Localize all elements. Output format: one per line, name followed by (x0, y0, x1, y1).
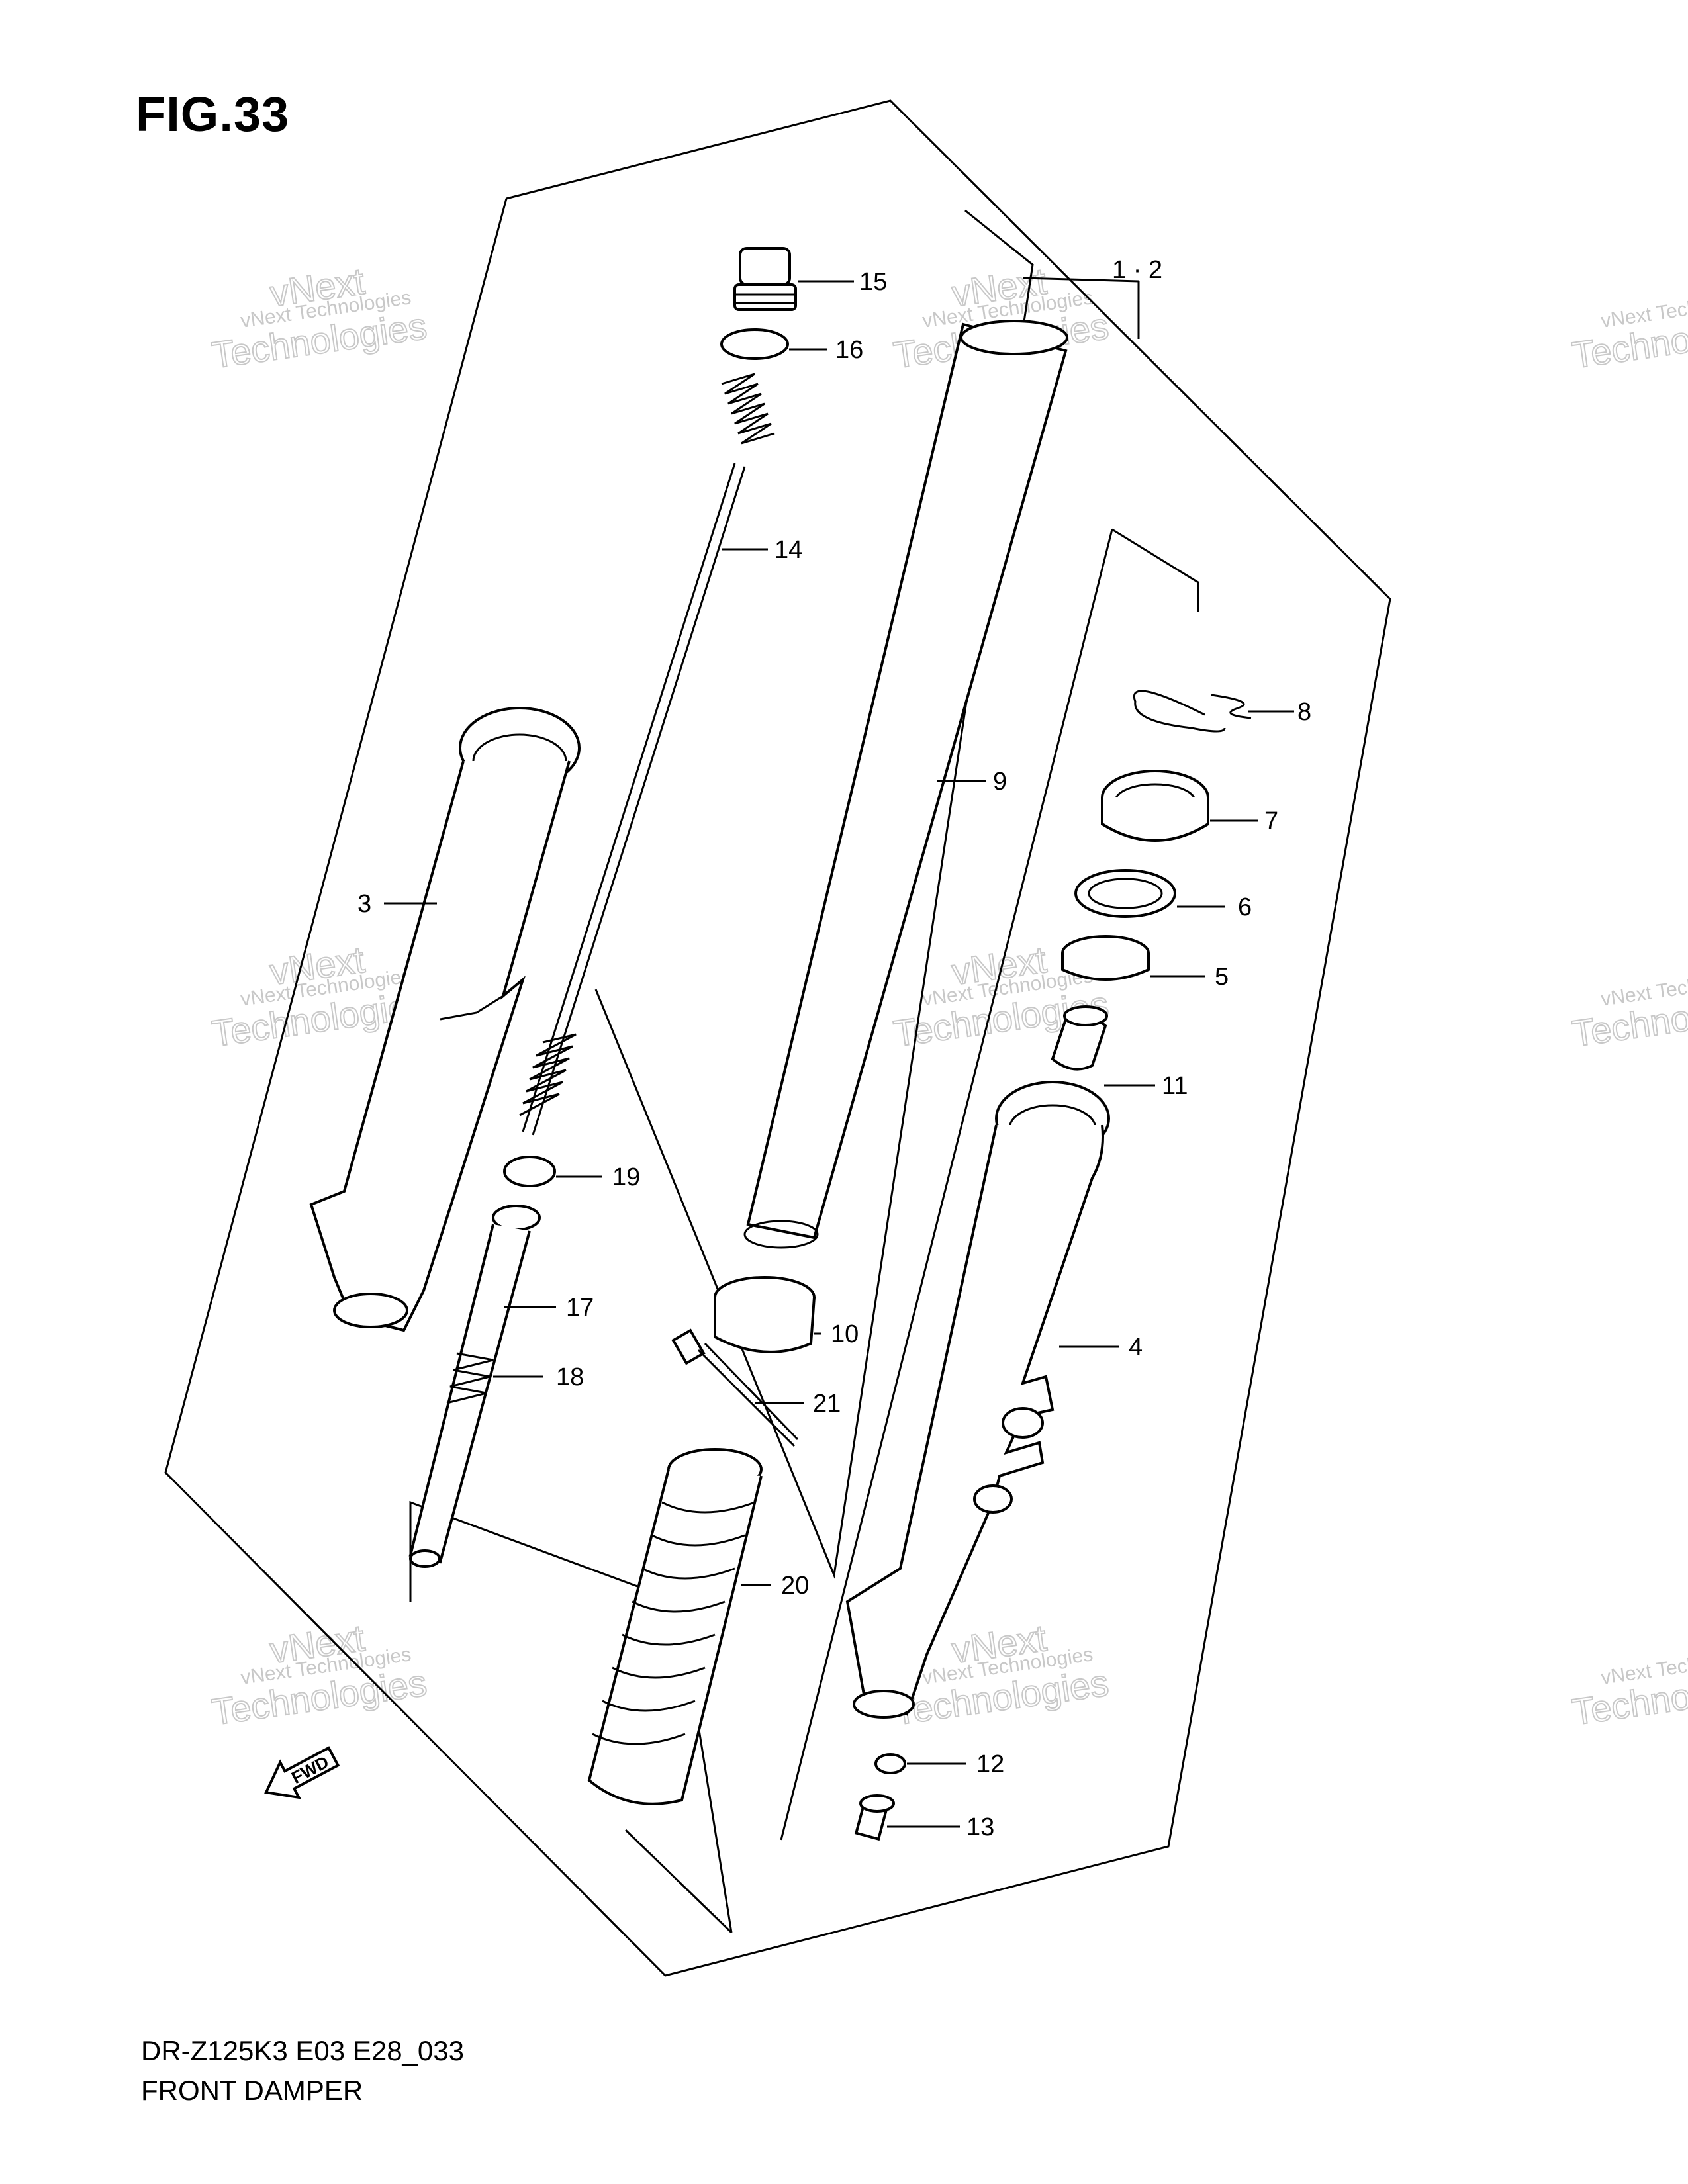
clip-ring (503, 1156, 556, 1187)
callout-18: 18 (556, 1363, 584, 1391)
callout-15: 15 (859, 268, 887, 296)
callout-6: 6 (1238, 893, 1252, 921)
callout-17: 17 (566, 1294, 594, 1322)
rod-spring (446, 1352, 494, 1404)
oil-seal (1101, 770, 1209, 842)
fig-title: FIG.33 (136, 87, 290, 142)
inner-tube (743, 320, 1068, 1249)
oil-seal-washer (1074, 869, 1176, 918)
boundary-edge (624, 1829, 733, 1934)
watermark: vNext Technologies Technologies (1569, 1643, 1688, 1733)
callout-16: 16 (835, 336, 863, 364)
diagram-code: DR-Z125K3 E03 E28_033 (141, 2035, 464, 2066)
fork-spring (522, 373, 775, 1136)
boundary-edge (780, 529, 1113, 1841)
outer-tube-right (845, 1081, 1110, 1719)
outer-tube-boundary (1111, 528, 1199, 612)
callout-8: 8 (1297, 698, 1311, 726)
o-ring (720, 328, 789, 360)
callout-7: 7 (1264, 807, 1278, 835)
damper-bolt (854, 1794, 895, 1841)
callout-11: 11 (1162, 1072, 1188, 1100)
watermark: vNext Technologies Technologies vNext (209, 259, 430, 377)
inner-tube-boundary (594, 209, 1034, 1579)
cap-bolt (733, 247, 797, 311)
fwd-arrow: FWD (264, 1746, 340, 1799)
callout-12: 12 (976, 1751, 1004, 1778)
leader-lines (384, 280, 1294, 1828)
diagram-name: FRONT DAMPER (141, 2075, 363, 2106)
callout-4: 4 (1129, 1334, 1143, 1361)
oil-lock-piece (1051, 1005, 1108, 1071)
slide-bushing (714, 1276, 816, 1353)
rebound-spring (519, 1033, 577, 1116)
callout-13: 13 (966, 1813, 994, 1841)
stopper-ring (1133, 690, 1252, 733)
drain-washer (874, 1753, 906, 1774)
watermark: vNext Technologies Technologies vNext (209, 1616, 430, 1734)
leader-1-2 (1022, 277, 1139, 283)
damper-rod (408, 1205, 541, 1568)
assembly-boundary (164, 99, 1391, 1977)
callout-3: 3 (357, 890, 371, 918)
watermark: vNext Technologies Technologies (1569, 965, 1688, 1055)
dust-boot (587, 1448, 763, 1805)
guide-bushing (1061, 935, 1150, 981)
oil-seal-washer-inner (1088, 878, 1163, 909)
callout-5: 5 (1215, 963, 1229, 991)
cable-tie (671, 1328, 799, 1447)
watermark: vNext Technologies Technologies (1569, 287, 1688, 377)
callout-10: 10 (831, 1320, 859, 1348)
callout-labels: 1 · 2 3 4 5 6 7 8 9 10 11 12 13 14 15 16… (357, 256, 1311, 1841)
callout-9: 9 (993, 768, 1007, 796)
callout-19: 19 (612, 1163, 640, 1191)
callout-21: 21 (813, 1390, 841, 1418)
outer-tube-left (309, 707, 581, 1332)
callout-20: 20 (781, 1572, 809, 1600)
callout-14: 14 (774, 536, 802, 564)
callout-1-2: 1 · 2 (1112, 256, 1162, 284)
